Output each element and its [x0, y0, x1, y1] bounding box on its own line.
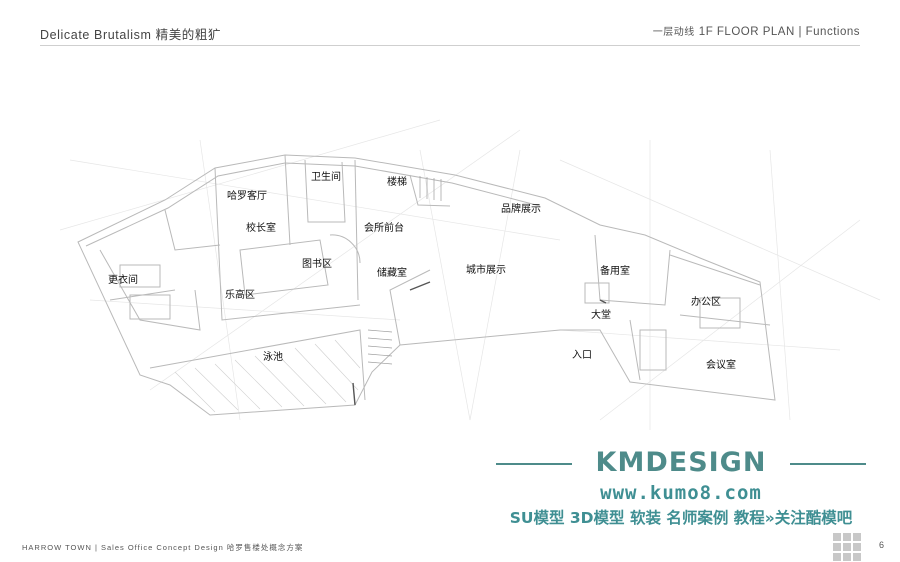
room-label-meeting-room: 会议室	[706, 358, 736, 371]
header-right-prefix: 一层动线	[652, 27, 695, 38]
room-label-office-area: 办公区	[691, 295, 721, 308]
watermark-rule-right	[790, 463, 866, 465]
watermark-url: www.kumo8.com	[600, 482, 762, 504]
wall-accents	[352, 281, 607, 406]
watermark-rule-left	[496, 463, 572, 465]
room-label-locker-room: 更衣间	[108, 273, 138, 286]
plan-grid-lines	[59, 119, 881, 430]
room-label-lego-area: 乐高区	[225, 288, 255, 301]
room-label-lobby: 大堂	[591, 308, 611, 321]
room-label-stairs: 楼梯	[387, 175, 407, 188]
room-label-harrow-lounge: 哈罗客厅	[227, 189, 267, 202]
footer-text: HARROW TOWN | Sales Office Concept Desig…	[22, 543, 304, 552]
room-label-city-exhibit: 城市展示	[466, 263, 506, 276]
room-label-spare-room: 备用室	[600, 264, 630, 277]
room-label-pool: 泳池	[263, 350, 283, 363]
header-right-title: 1F FLOOR PLAN | Functions	[698, 26, 860, 38]
room-labels: 哈罗客厅 卫生间 楼梯 校长室 会所前台 品牌展示 更衣间 图书区 储藏室 城市…	[108, 170, 736, 371]
watermark-slogan: SU模型 3D模型 软装 名师案例 教程»关注酷模吧	[509, 509, 853, 527]
room-label-brand-exhibit: 品牌展示	[501, 202, 541, 215]
page-number: 6	[878, 540, 884, 550]
room-label-club-reception: 会所前台	[364, 221, 404, 234]
stair-treads	[367, 176, 442, 365]
room-label-library: 图书区	[302, 258, 332, 270]
grid-logo-icon	[833, 533, 861, 561]
header-divider	[40, 45, 860, 46]
building-walls	[77, 154, 776, 416]
header-left-title: Delicate Brutalism 精美的粗犷	[40, 28, 222, 42]
room-label-restroom: 卫生间	[311, 170, 341, 183]
room-label-principal-office: 校长室	[246, 221, 276, 234]
watermark-brand: KMDESIGN	[595, 447, 767, 478]
room-label-storage: 储藏室	[377, 266, 407, 279]
pool-hatching	[174, 339, 361, 413]
room-label-entrance: 入口	[572, 350, 592, 361]
